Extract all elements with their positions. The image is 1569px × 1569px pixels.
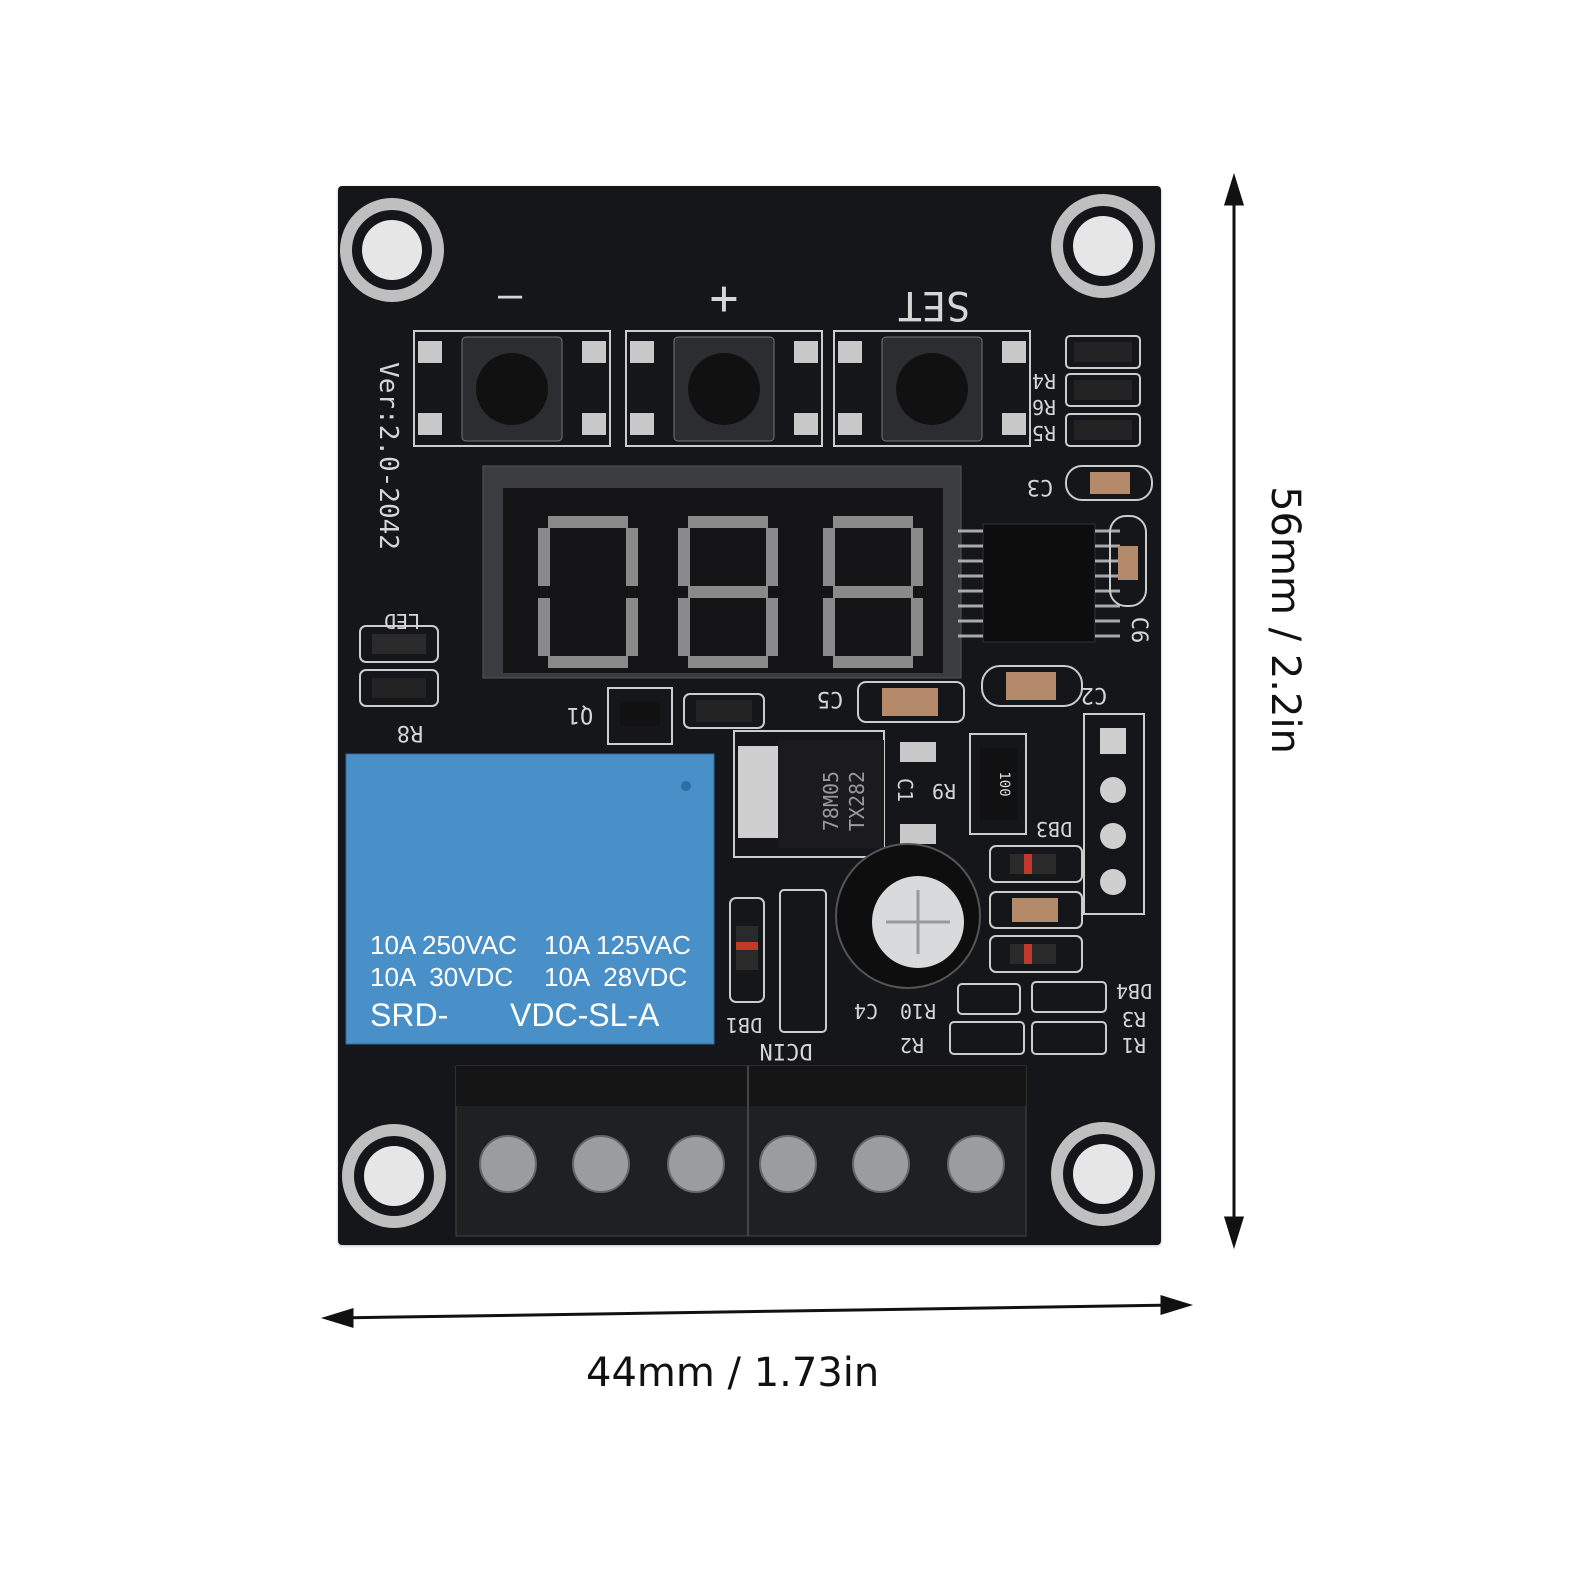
height-dimension-label: 56mm / 2.2in [1262,486,1308,754]
pcb-board: — + SET Ver:2.0-2042 LED R8 Q1 C5 C2 C3 … [338,186,1161,1245]
r2-label: R2 [900,1033,924,1057]
r4-label: R4 [1032,369,1056,393]
c5-label: C5 [817,686,844,711]
tactile-buttons [413,330,1031,447]
c1-label: C1 [893,778,917,802]
width-dimension-label: 44mm / 1.73in [586,1350,880,1396]
q1-label: Q1 [567,702,594,727]
relay-rating-2b: 10A 28VDC [544,962,687,992]
r9-value-label: 100 [996,771,1012,796]
r3-label: R3 [1122,1007,1146,1031]
c4-label: C4 [854,999,878,1023]
dcin-label: DCIN [760,1038,813,1063]
db1-label: DB1 [726,1013,762,1037]
led-label: LED [384,609,420,633]
relay-model-left: SRD- [370,997,448,1033]
c6-label: C6 [1126,617,1151,644]
relay-rating-1a: 10A 250VAC [370,930,517,960]
relay-rating-2a: 10A 30VDC [370,962,513,992]
r10-label: R10 [900,999,936,1023]
c2-label: C2 [1081,682,1108,707]
screw-terminal-block [455,1065,1027,1237]
pcb-artwork: — + SET Ver:2.0-2042 LED R8 Q1 C5 C2 C3 … [340,194,1155,1237]
electrolytic-capacitor [835,843,981,989]
minus-button-label: — [498,272,523,318]
regulator-line2: TX282 [845,771,869,831]
relay-body [345,753,715,1045]
r9-label: R9 [932,779,956,803]
relay-rating-1b: 10A 125VAC [544,930,691,960]
diodes [729,845,1107,1055]
r5-label: R5 [1032,421,1056,445]
r6-label: R6 [1032,395,1056,419]
left-smd-parts [359,625,1083,745]
set-button-label: SET [898,282,970,328]
seven-segment-display [482,465,962,679]
r9-resistor [969,733,1027,835]
pin-header [1083,713,1145,915]
db4-label: DB4 [1116,979,1152,1003]
relay-model-right: VDC-SL-A [510,997,660,1033]
c3-label: C3 [1027,474,1054,499]
regulator-line1: 78M05 [819,771,843,831]
r8-label: R8 [397,720,424,745]
board-version-label: Ver:2.0-2042 [373,362,403,550]
plus-button-label: + [710,270,739,326]
driver-ic [958,523,1120,643]
db3-label: DB3 [1036,817,1072,841]
voltage-regulator [733,730,936,858]
r1-label: R1 [1122,1033,1146,1057]
smd-resistors-top-right [1065,335,1153,607]
mounting-holes [340,194,1155,1228]
